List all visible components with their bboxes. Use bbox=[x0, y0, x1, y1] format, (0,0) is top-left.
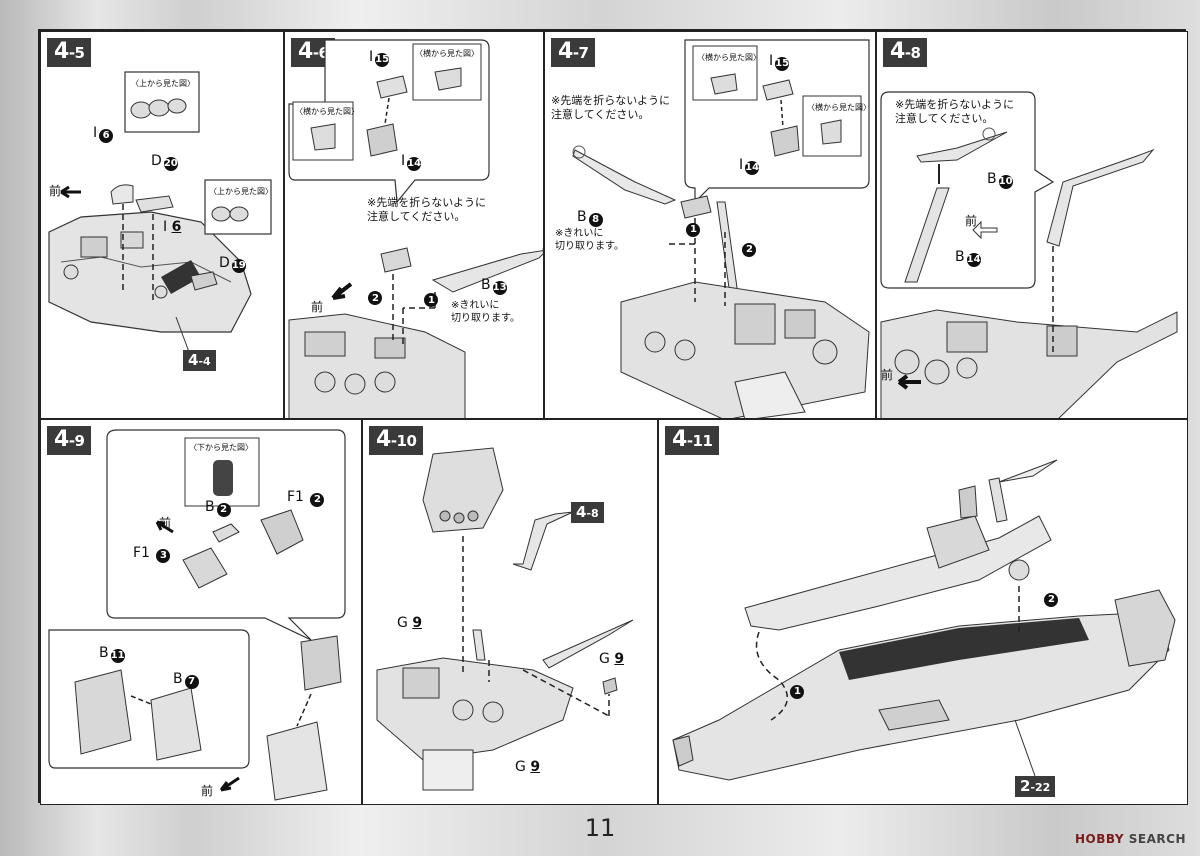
cut-note: ※きれいに切り取ります。 bbox=[555, 228, 624, 252]
tip-note: ※先端を折らないように注意してください。 bbox=[367, 196, 486, 223]
cut-note: ※きれいに切り取ります。 bbox=[451, 300, 520, 324]
hull-assembly-drawing bbox=[48, 71, 272, 353]
front-label: 前 bbox=[311, 300, 324, 314]
step-tag: 4-10 bbox=[369, 426, 424, 455]
page-number: 11 bbox=[584, 814, 616, 842]
side-view-caption: 〈横から見た図〉 bbox=[697, 53, 761, 62]
part-label-g9: G 9 bbox=[515, 759, 541, 775]
watermark-logo: HOBBY SEARCH bbox=[1075, 832, 1186, 846]
front-label: 前 bbox=[965, 214, 978, 228]
step-arrow-1: 1 bbox=[428, 295, 435, 306]
part-label-f1-2: F1 2 bbox=[287, 490, 325, 507]
ref-step-tag: 2-22 bbox=[1015, 776, 1056, 797]
step-arrow-2: 2 bbox=[372, 293, 379, 304]
step-panel-4-5: 4-5 〈上から見た図〉 〈上から見た図〉 bbox=[40, 31, 284, 419]
bridge-assembly-drawing bbox=[288, 39, 543, 418]
engine-mount-drawing bbox=[376, 447, 634, 791]
top-view-caption: 〈上から見た図〉 bbox=[209, 187, 273, 196]
part-label-g9: G 9 bbox=[397, 615, 423, 631]
step-arrow-1: 1 bbox=[794, 686, 801, 697]
ref-step-tag: 4-4 bbox=[183, 350, 216, 371]
step-arrow-2: 2 bbox=[1048, 594, 1055, 605]
mast-assembly-drawing bbox=[572, 39, 870, 418]
final-ship-assembly-drawing bbox=[672, 459, 1176, 781]
step-tag: 4-5 bbox=[47, 38, 92, 67]
part-label-g9: G 9 bbox=[599, 651, 625, 667]
part-label-i6-under: I 6 bbox=[163, 219, 182, 235]
step-tag: 4-7 bbox=[551, 38, 596, 67]
step-panel-4-11: 4-11 1 2 2-22 bbox=[658, 419, 1188, 805]
ref-step-tag: 4-8 bbox=[571, 502, 604, 523]
step-tag: 4-11 bbox=[665, 426, 720, 455]
step-tag: 4-8 bbox=[883, 38, 928, 67]
front-label: 前 bbox=[201, 784, 214, 798]
side-view-caption: 〈横から見た図〉 bbox=[295, 107, 359, 116]
tip-note: ※先端を折らないように注意してください。 bbox=[895, 98, 1014, 125]
front-label: 前 bbox=[881, 368, 894, 382]
step-arrow-1: 1 bbox=[690, 224, 697, 235]
step-panel-4-7: 4-7 〈横から見た図〉 〈 bbox=[544, 31, 876, 419]
front-label: 前 bbox=[49, 184, 62, 198]
top-view-caption: 〈上から見た図〉 bbox=[131, 79, 195, 88]
step-panel-4-6: 4-6 bbox=[284, 31, 544, 419]
part-label-f1-3: F1 3 bbox=[133, 546, 171, 563]
wing-assembly-drawing bbox=[880, 91, 1178, 418]
instruction-sheet: 4-5 〈上から見た図〉 〈上から見た図〉 bbox=[38, 29, 1188, 805]
step-tag: 4-9 bbox=[47, 426, 92, 455]
side-view-caption: 〈横から見た図〉 bbox=[807, 103, 871, 112]
step-panel-4-10: 4-10 4-8 G 9 G 9 G 9 bbox=[362, 419, 658, 805]
step-arrow-2: 2 bbox=[746, 244, 753, 255]
front-label: 前 bbox=[159, 516, 172, 530]
bottom-view-caption: 〈下から見た図〉 bbox=[189, 443, 253, 452]
side-view-caption: 〈横から見た図〉 bbox=[415, 49, 479, 58]
tip-note: ※先端を折らないように注意してください。 bbox=[551, 94, 670, 121]
engine-block-drawing bbox=[48, 429, 346, 801]
